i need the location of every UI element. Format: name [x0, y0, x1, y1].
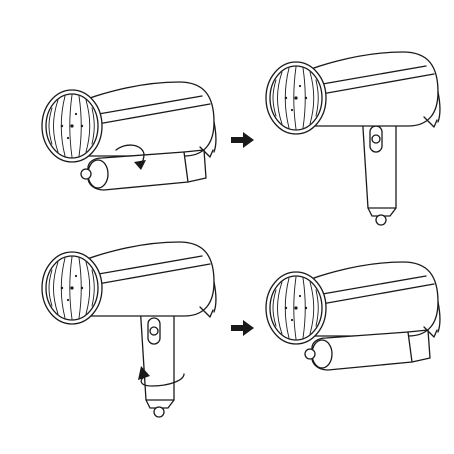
step-3-panel	[42, 242, 216, 417]
step-1-panel	[42, 82, 216, 190]
step-2-panel	[266, 52, 440, 225]
step-3-dryer-head	[42, 252, 102, 324]
step-1-dryer-head	[42, 90, 102, 162]
step-4-dryer-head	[266, 272, 326, 344]
right-arrow-icon	[231, 132, 254, 148]
step-2-handle	[362, 112, 396, 225]
right-arrow-icon	[231, 320, 254, 336]
step-3-handle	[140, 304, 174, 417]
step-2-dryer-head	[266, 62, 326, 134]
step-4-panel	[266, 262, 440, 370]
